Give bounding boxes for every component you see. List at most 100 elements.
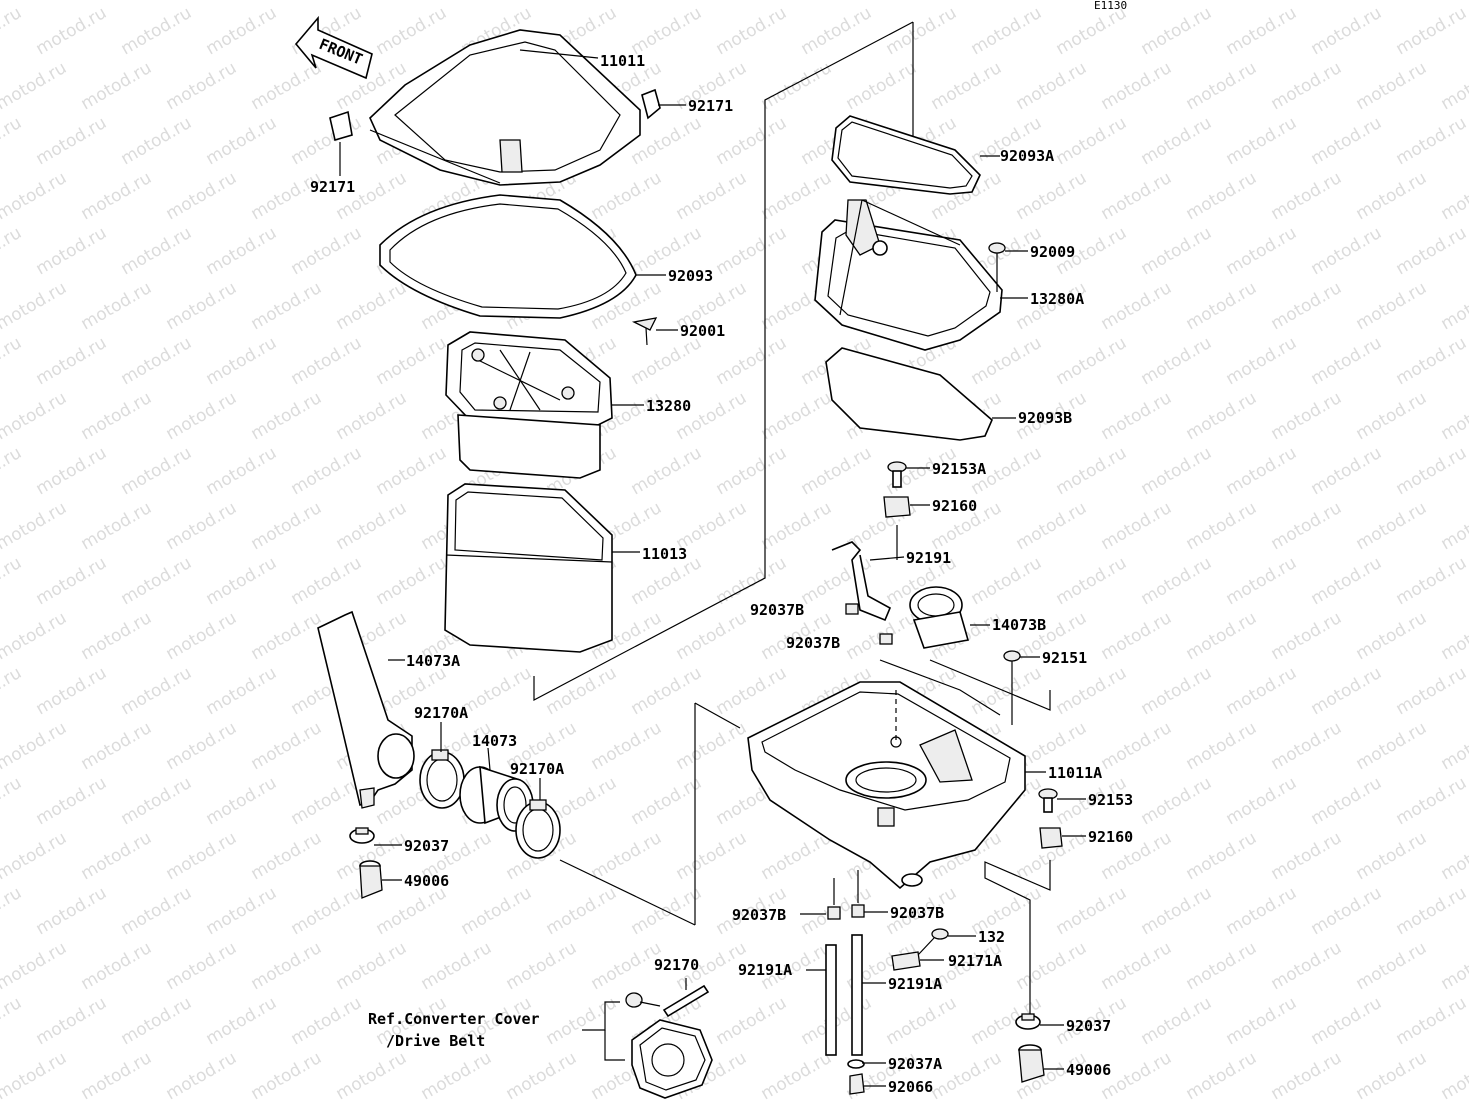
watermark-text: motod.ru xyxy=(758,0,836,4)
watermark-text: motod.ru xyxy=(1353,608,1431,664)
part-label-92001: 92001 xyxy=(680,322,725,340)
watermark-text: motod.ru xyxy=(33,3,111,59)
part-label-132: 132 xyxy=(978,928,1005,946)
gasket-92093A xyxy=(831,115,981,195)
watermark-text: motod.ru xyxy=(1308,223,1386,279)
watermark-text: motod.ru xyxy=(1353,828,1431,884)
watermark-text: motod.ru xyxy=(0,443,25,499)
watermark-text: motod.ru xyxy=(248,828,326,884)
watermark-text: motod.ru xyxy=(968,333,1046,389)
watermark-text: motod.ru xyxy=(0,553,25,609)
watermark-text: motod.ru xyxy=(1183,0,1261,4)
watermark-text: motod.ru xyxy=(673,608,751,664)
watermark-text: motod.ru xyxy=(163,938,241,994)
clamp-92037-right xyxy=(1015,1013,1041,1030)
watermark-text: motod.ru xyxy=(1223,883,1301,939)
watermark-text: motod.ru xyxy=(118,553,196,609)
watermark-text: motod.ru xyxy=(713,443,791,499)
part-label-11013: 11013 xyxy=(642,545,687,563)
watermark-text: motod.ru xyxy=(118,223,196,279)
cap-92066 xyxy=(849,1073,865,1095)
watermark-text: motod.ru xyxy=(1223,993,1301,1049)
clip-92171-left xyxy=(329,110,353,142)
watermark-text: motod.ru xyxy=(1183,718,1261,774)
watermark-text: motod.ru xyxy=(0,223,25,279)
watermark-text: motod.ru xyxy=(0,718,70,774)
watermark-text: motod.ru xyxy=(1138,773,1216,829)
part-label-92093A: 92093A xyxy=(1000,147,1054,165)
watermark-text: motod.ru xyxy=(1013,938,1091,994)
watermark-text: motod.ru xyxy=(1223,553,1301,609)
clamp-92037B-4 xyxy=(851,870,865,918)
watermark-text: motod.ru xyxy=(883,993,961,1049)
watermark-text: motod.ru xyxy=(1138,663,1216,719)
watermark-text: motod.ru xyxy=(1353,278,1431,334)
watermark-text: motod.ru xyxy=(1438,938,1469,994)
watermark-text: motod.ru xyxy=(1138,3,1216,59)
air-cleaner-cover xyxy=(369,29,641,186)
watermark-text: motod.ru xyxy=(373,3,451,59)
watermark-text: motod.ru xyxy=(78,828,156,884)
watermark-text: motod.ru xyxy=(203,113,281,169)
watermark-text: motod.ru xyxy=(0,663,25,719)
watermark-text: motod.ru xyxy=(418,938,496,994)
hose-92191 xyxy=(831,541,905,622)
air-cleaner-case-11011A xyxy=(747,681,1026,890)
watermark-text: motod.ru xyxy=(1138,443,1216,499)
watermark-text: motod.ru xyxy=(1138,553,1216,609)
part-label-92170A-right: 92170A xyxy=(510,760,564,778)
watermark-text: motod.ru xyxy=(1268,718,1346,774)
watermark-text: motod.ru xyxy=(0,168,70,224)
watermark-text: motod.ru xyxy=(0,608,70,664)
watermark-text: motod.ru xyxy=(0,278,70,334)
watermark-text: motod.ru xyxy=(1268,608,1346,664)
part-label-92037-left: 92037 xyxy=(404,837,449,855)
watermark-text: motod.ru xyxy=(1393,663,1469,719)
watermark-text: motod.ru xyxy=(1308,663,1386,719)
plug-49006-right xyxy=(1018,1044,1045,1083)
watermark-text: motod.ru xyxy=(288,883,366,939)
watermark-text: motod.ru xyxy=(1098,388,1176,444)
watermark-text: motod.ru xyxy=(33,113,111,169)
grommet-92160-bottom xyxy=(1039,827,1063,849)
watermark-text: motod.ru xyxy=(1183,278,1261,334)
clamp-92170A-left xyxy=(419,749,465,809)
watermark-text: motod.ru xyxy=(1438,278,1469,334)
watermark-text: motod.ru xyxy=(928,0,1006,4)
watermark-text: motod.ru xyxy=(1053,443,1131,499)
watermark-text: motod.ru xyxy=(628,333,706,389)
watermark-text: motod.ru xyxy=(1268,1048,1346,1102)
watermark-text: motod.ru xyxy=(843,58,921,114)
watermark-text: motod.ru xyxy=(458,883,536,939)
watermark-text: motod.ru xyxy=(673,828,751,884)
watermark-text: motod.ru xyxy=(1223,3,1301,59)
watermark-text: motod.ru xyxy=(78,168,156,224)
watermark-text: motod.ru xyxy=(163,718,241,774)
watermark-text: motod.ru xyxy=(968,3,1046,59)
watermark-text: motod.ru xyxy=(713,663,791,719)
watermark-text: motod.ru xyxy=(1053,553,1131,609)
watermark-text: motod.ru xyxy=(33,333,111,389)
watermark-text: motod.ru xyxy=(163,0,241,4)
watermark-text: motod.ru xyxy=(418,0,496,4)
part-label-92191A-2: 92191A xyxy=(888,975,942,993)
diagram-code: E1130 xyxy=(1094,0,1127,12)
watermark-text: motod.ru xyxy=(1183,388,1261,444)
watermark-text: motod.ru xyxy=(1223,443,1301,499)
watermark-text: motod.ru xyxy=(33,223,111,279)
watermark-text: motod.ru xyxy=(0,993,25,1049)
watermark-text: motod.ru xyxy=(118,333,196,389)
part-label-49006-right: 49006 xyxy=(1066,1061,1111,1079)
watermark-text: motod.ru xyxy=(0,1048,70,1102)
watermark-text: motod.ru xyxy=(503,1048,581,1102)
part-label-92037B-4: 92037B xyxy=(890,904,944,922)
part-label-92037B-2: 92037B xyxy=(786,634,840,652)
part-label-14073A: 14073A xyxy=(406,652,460,670)
watermark-text: motod.ru xyxy=(1098,608,1176,664)
watermark-text: motod.ru xyxy=(78,278,156,334)
watermark-text: motod.ru xyxy=(118,113,196,169)
watermark-text: motod.ru xyxy=(33,663,111,719)
clamp-92037B-2 xyxy=(879,633,893,645)
